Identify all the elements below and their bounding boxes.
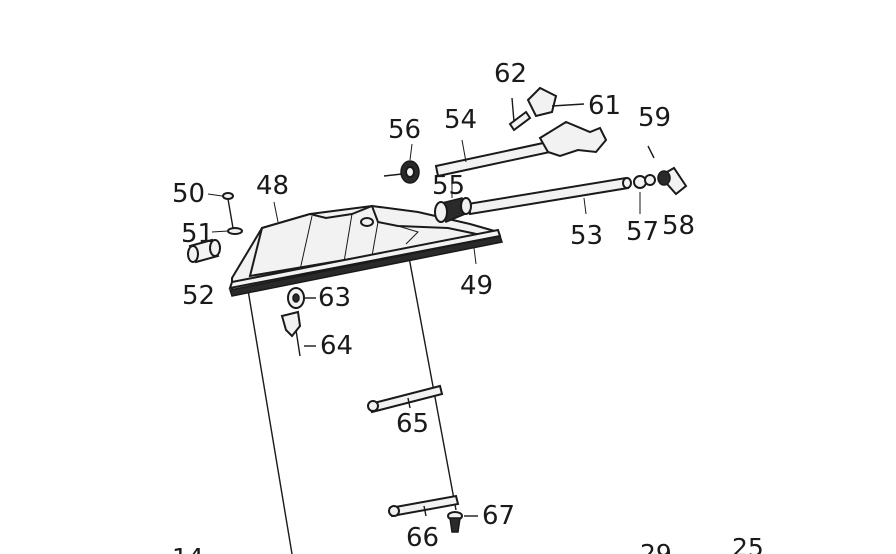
part-53-rod (466, 176, 632, 216)
label-65: 65 (396, 409, 429, 439)
label-48: 48 (256, 171, 289, 201)
label-58: 58 (662, 211, 695, 241)
part-57-collar (633, 174, 656, 189)
label-62: 62 (494, 59, 527, 89)
part-59-cotter-pin (647, 145, 655, 159)
label-29: 29 (640, 539, 672, 554)
label-50: 50 (172, 179, 205, 209)
part-65-link-strap (367, 384, 444, 414)
part-49-gasket (228, 228, 503, 297)
part-62-bolt (508, 97, 532, 132)
part-55-bushing (434, 197, 472, 223)
part-56-nut (383, 160, 420, 184)
part-50-screw (222, 192, 234, 229)
label-57: 57 (626, 217, 659, 247)
label-25: 25 (732, 533, 764, 554)
label-53: 53 (570, 221, 603, 251)
part-54-lever-shaft (434, 120, 608, 178)
label-52: 52 (182, 281, 215, 311)
label-55: 55 (432, 171, 465, 201)
guide-line-right (407, 251, 457, 511)
part-63-clip (287, 287, 316, 309)
label-64: 64 (320, 331, 353, 361)
part-61-clamp (526, 86, 585, 118)
label-49: 49 (460, 271, 493, 301)
part-66-lower-link (388, 494, 460, 518)
label-63: 63 (318, 283, 351, 313)
label-14: 14 (172, 543, 204, 554)
part-58-end-fitting (657, 166, 688, 196)
part-52-pin (187, 238, 221, 264)
label-56: 56 (388, 115, 421, 145)
label-61: 61 (588, 91, 621, 121)
label-59: 59 (638, 103, 671, 133)
label-67: 67 (482, 501, 515, 531)
leader-lines (207, 139, 641, 265)
label-51: 51 (181, 219, 214, 249)
part-67-stud (447, 511, 478, 533)
part-64-split-pin (280, 310, 316, 357)
part-51-washer (227, 227, 243, 235)
label-54: 54 (444, 105, 477, 135)
guide-line-left (247, 289, 293, 554)
label-66: 66 (406, 523, 439, 553)
